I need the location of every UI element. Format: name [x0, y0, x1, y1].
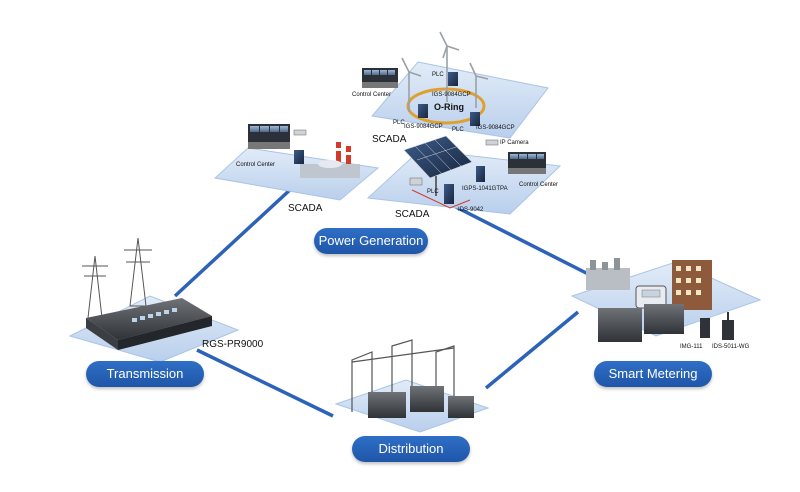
stage-distribution-button[interactable]: Distribution — [352, 436, 470, 462]
plc-solar-icon — [409, 177, 423, 186]
switch-igs-left-icon — [418, 104, 428, 118]
ids-5011-wg-device-icon — [722, 320, 734, 340]
wind-turbine-icon — [401, 31, 489, 112]
meter-icon — [635, 285, 667, 309]
switch-igs-right-icon — [470, 112, 480, 126]
control-center-left-label: Control Center — [236, 162, 276, 168]
ring-switches — [418, 72, 480, 126]
rgs-pr9000-router-icon — [86, 298, 212, 350]
igps-label: IGPS-1041GTPA — [462, 186, 508, 192]
scada-mid-label: SCADA — [395, 209, 430, 220]
transformer-icon — [368, 386, 474, 418]
power-plant-icon — [300, 142, 360, 178]
link-transmission-to-power — [173, 186, 294, 298]
igs-left-label: IGS-9084GCP — [404, 124, 443, 130]
ip-camera-icon — [485, 139, 499, 146]
rgs-pr9000-label: RGS-PR9000 — [202, 339, 264, 350]
substation-icon — [586, 258, 630, 290]
control-center-left-icon — [248, 124, 307, 149]
igs-right-label: IGS-9084GCP — [476, 125, 515, 131]
scada-top-label: SCADA — [372, 134, 407, 145]
ip-camera-label: IP Camera — [500, 140, 529, 146]
img-111-device-icon — [700, 318, 710, 338]
platform-wind-ring — [371, 61, 549, 139]
plc-top-label: PLC — [432, 72, 444, 78]
substation-frame-icon — [351, 339, 455, 412]
stage-smart-metering-button[interactable]: Smart Metering — [594, 361, 712, 387]
stage-transmission-button[interactable]: Transmission — [86, 361, 204, 387]
control-center-right-label: Control Center — [519, 182, 559, 188]
link-distribution-to-transmission — [196, 348, 334, 418]
igs-top-label: IGS-9084GCP — [432, 92, 471, 98]
switch-ids-9042-icon — [444, 184, 454, 204]
o-ring-label: O-Ring — [434, 102, 464, 112]
control-center-top-label: Control Center — [352, 92, 392, 98]
scada-left-label: SCADA — [288, 203, 323, 214]
ids-9042-label: IDS-9042 — [458, 207, 484, 213]
switch-scada-left-icon — [294, 150, 304, 164]
plc-ring-bottom-label: PLC — [452, 127, 464, 133]
metering-transformer-icon — [598, 304, 684, 342]
link-power-to-metering — [451, 203, 601, 282]
red-link — [411, 189, 471, 209]
img-111-label: IMG-111 — [680, 344, 703, 350]
ids-5011-wg-label: IDS-5011-WG — [712, 344, 750, 350]
building-icon — [672, 260, 712, 310]
solar-panel-icon — [403, 135, 473, 196]
plc-solar-label: PLC — [427, 189, 439, 195]
switch-igps-icon — [476, 166, 485, 182]
stage-power-generation-button[interactable]: Power Generation — [314, 228, 428, 254]
transmission-tower-icon — [82, 237, 152, 319]
ids-5011-wg-antenna-icon — [727, 312, 729, 320]
plc-ring-left-label: PLC — [393, 120, 405, 126]
control-center-top-icon — [362, 68, 398, 88]
switch-igs-top-icon — [448, 72, 458, 86]
control-center-right-icon — [508, 152, 546, 174]
link-metering-to-distribution — [484, 310, 580, 390]
o-ring — [406, 87, 486, 125]
connector-lines — [173, 186, 601, 418]
